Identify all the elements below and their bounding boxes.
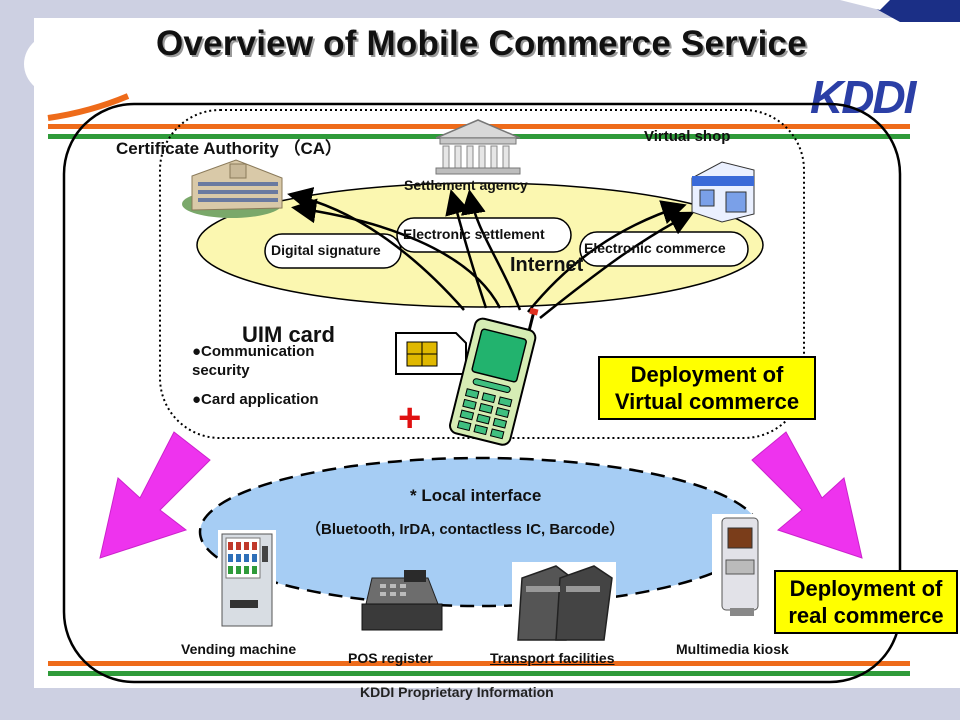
uim-bullet-1a: ●Communication xyxy=(192,343,315,360)
virtual-shop-label: Virtual shop xyxy=(644,128,731,145)
outer-frame xyxy=(62,102,902,684)
kddi-logo: KDDI xyxy=(810,71,916,123)
gate-icon xyxy=(512,562,616,642)
right-magenta-arrow xyxy=(751,431,863,559)
arrow-to-settlement-2 xyxy=(460,189,522,311)
settlement-agency-label: Settlement agency xyxy=(404,177,528,193)
plus-sign: + xyxy=(398,396,422,440)
mobile-phone-icon xyxy=(449,307,539,446)
local-interface-subtitle: （Bluetooth, IrDA, contactless IC, Barcod… xyxy=(306,521,625,538)
internet-label: Internet xyxy=(510,254,584,276)
local-interface-title: * Local interface xyxy=(410,486,542,505)
digital-signature-label: Digital signature xyxy=(271,242,381,258)
orange-stripe-bottom xyxy=(48,661,910,666)
left-magenta-arrow xyxy=(99,431,211,559)
arrow-to-ca-2 xyxy=(291,198,502,309)
vending-machine-icon xyxy=(218,530,276,630)
ca-label: Certificate Authority （CA） xyxy=(116,139,343,158)
virtual-commerce-line1: Deployment of xyxy=(630,362,784,387)
vending-machine-label: Vending machine xyxy=(181,641,297,657)
uim-bullet-2: ●Card application xyxy=(192,391,319,408)
arrow-to-settlement xyxy=(445,189,488,309)
real-commerce-box: Deployment of real commerce xyxy=(774,570,958,634)
real-commerce-line1: Deployment of xyxy=(789,576,943,601)
electronic-commerce-label: Electronic commerce xyxy=(584,240,726,256)
shop-icon xyxy=(691,161,755,223)
virtual-commerce-line2: Virtual commerce xyxy=(614,389,800,414)
page-title: Overview of Mobile Commerce Service xyxy=(156,24,807,63)
virtual-region xyxy=(159,109,805,439)
footer-text: KDDI Proprietary Information xyxy=(360,684,554,700)
real-commerce-line2: real commerce xyxy=(788,603,944,628)
sim-card-icon xyxy=(395,332,467,375)
uim-bullet-1b: security xyxy=(192,362,250,379)
pos-register-icon xyxy=(361,570,443,631)
arrow-to-shop xyxy=(527,200,687,313)
multimedia-kiosk-label: Multimedia kiosk xyxy=(676,641,789,657)
pos-register-label: POS register xyxy=(348,650,433,666)
bank-building-icon xyxy=(435,119,521,175)
virtual-commerce-box: Deployment of Virtual commerce xyxy=(598,356,816,420)
kiosk-icon xyxy=(712,514,766,624)
office-building-icon xyxy=(182,159,283,218)
electronic-settlement-label: Electronic settlement xyxy=(403,226,545,242)
green-stripe-bottom xyxy=(48,671,910,676)
arrow-to-shop-2 xyxy=(539,211,695,319)
electronic-commerce-pill xyxy=(579,231,749,267)
transport-facilities-label: Transport facilities xyxy=(490,650,615,666)
uim-card-title: UIM card xyxy=(242,322,335,347)
